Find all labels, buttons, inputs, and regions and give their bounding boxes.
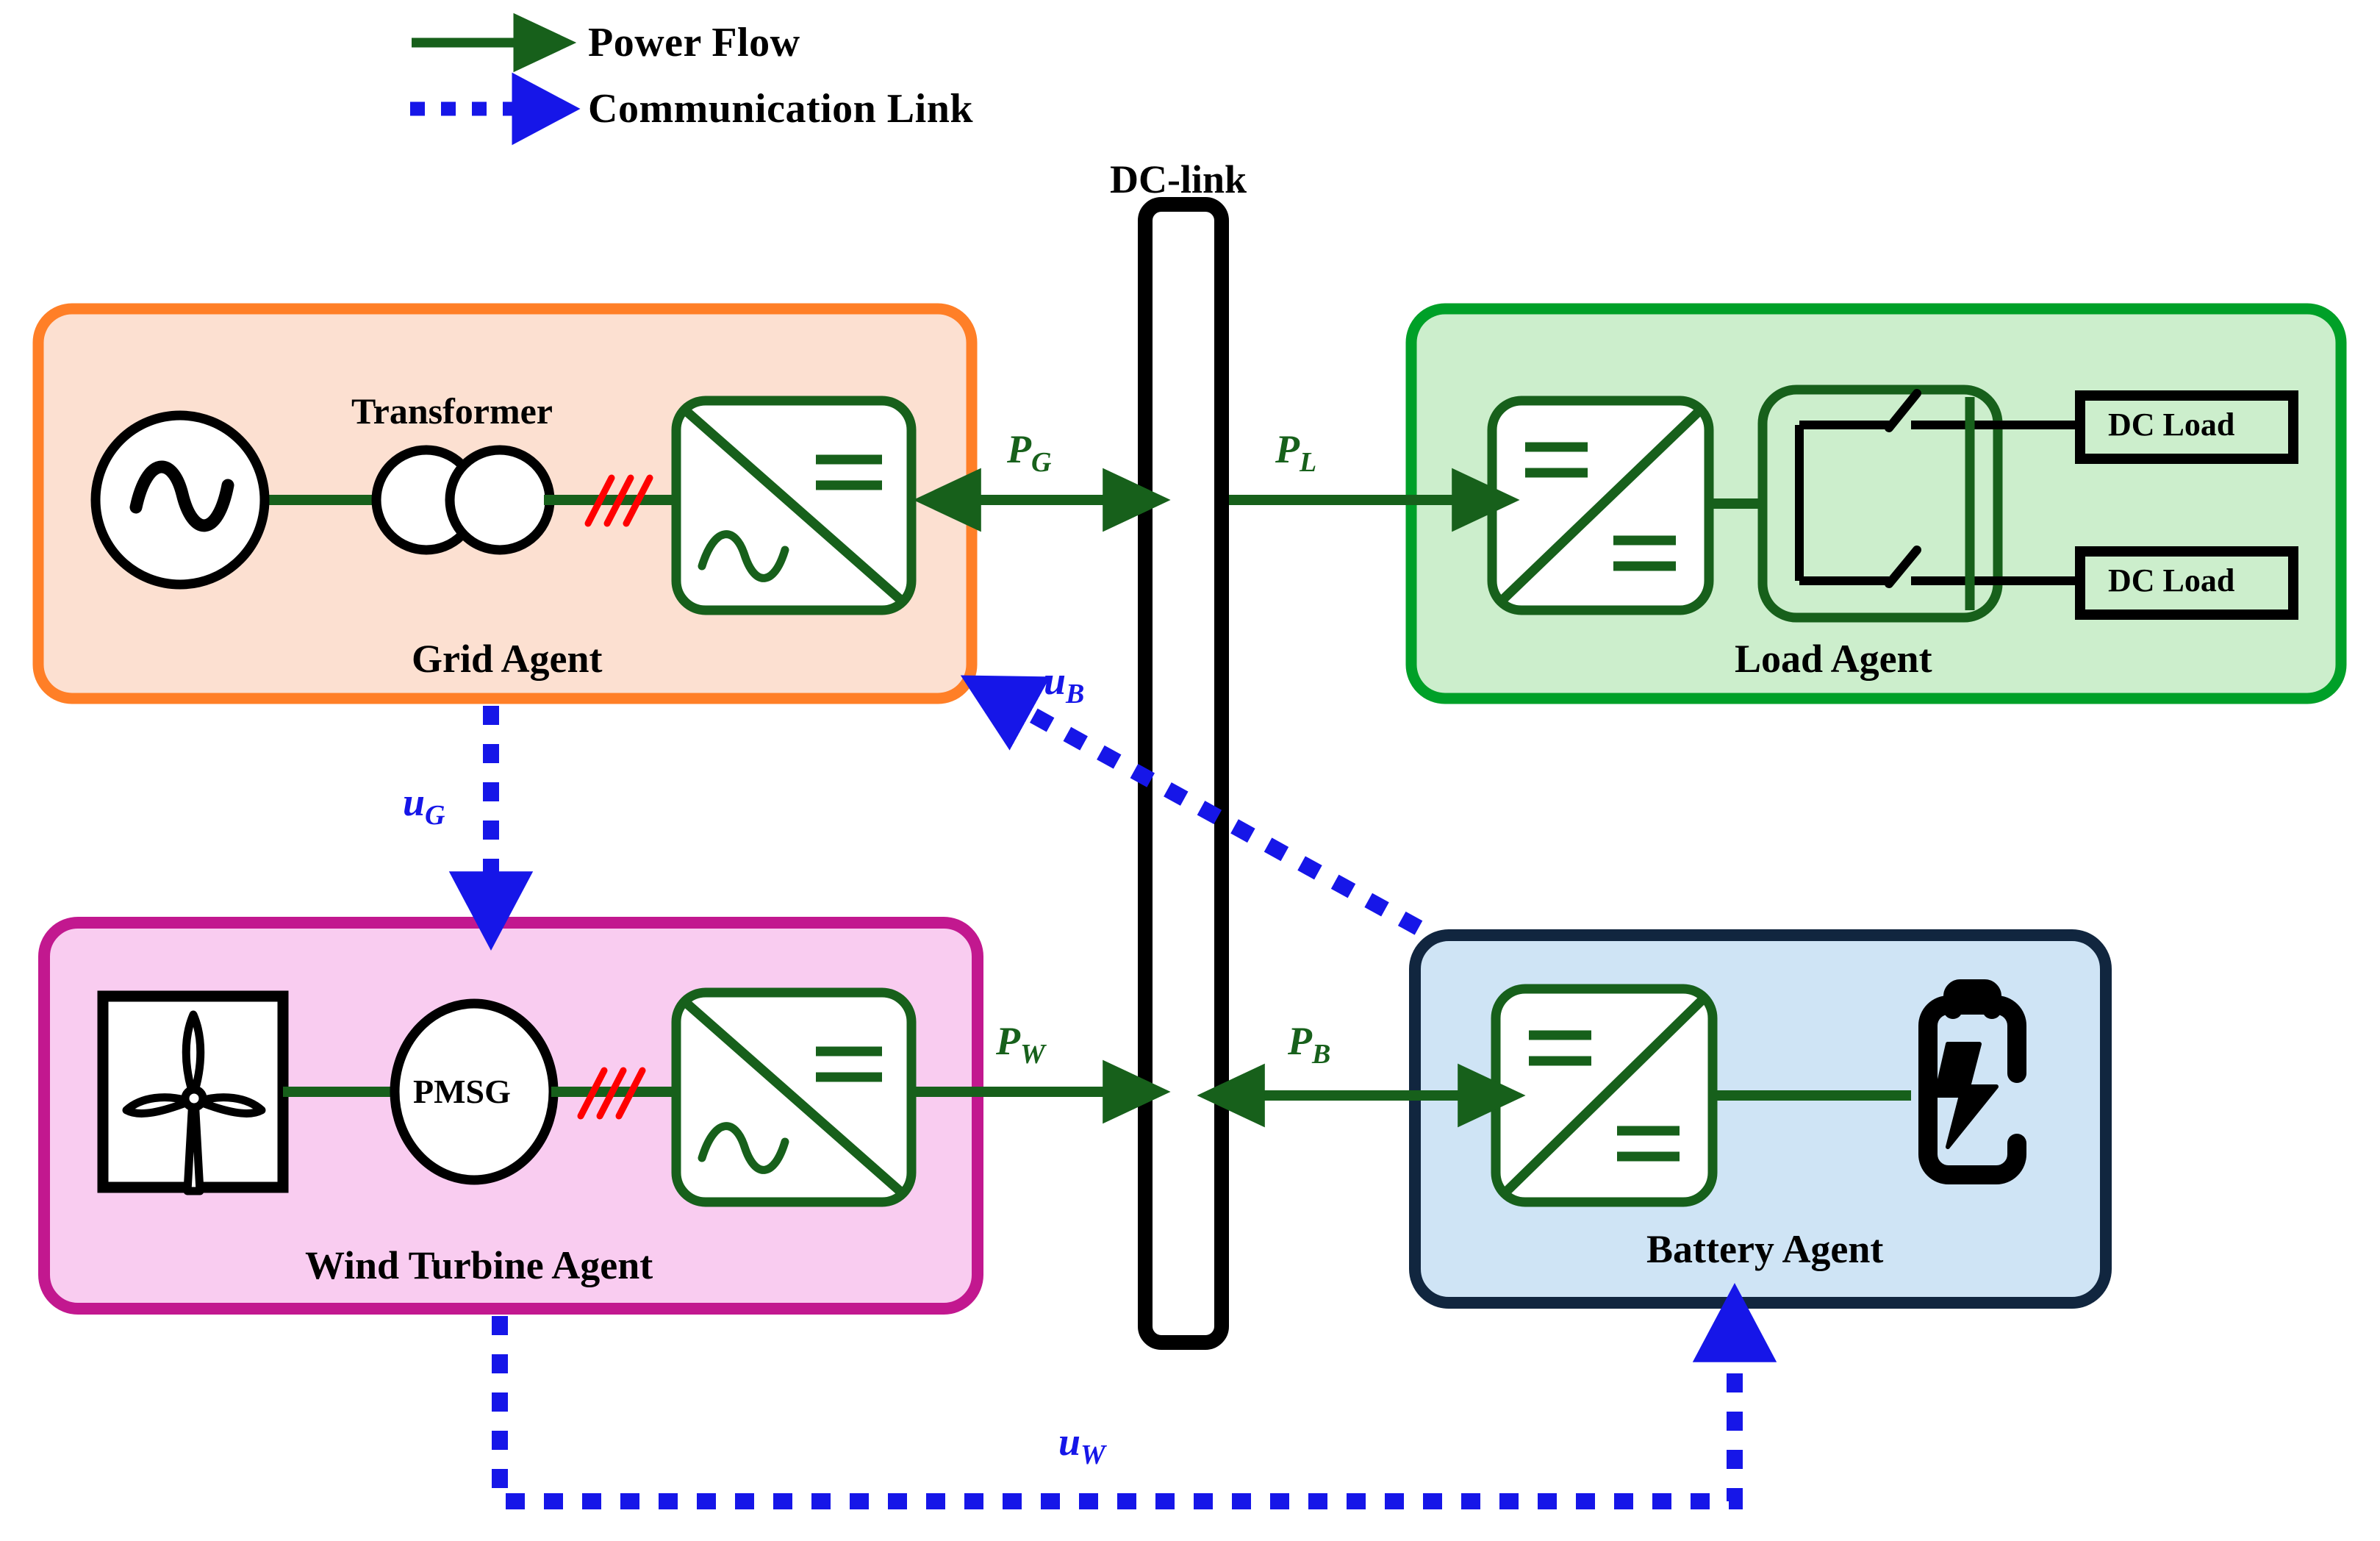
power-flow-label-PB: PB xyxy=(1288,1019,1331,1070)
battery-agent-circuit xyxy=(1491,979,2026,1207)
legend-label-power-flow: Power Flow xyxy=(588,20,800,65)
dc-load-label-2: DC Load xyxy=(2108,562,2235,598)
dc-link-bar[interactable] xyxy=(1138,197,1229,1350)
grid-three-phase-marker-icon xyxy=(584,474,653,527)
wind-three-phase-marker-icon xyxy=(577,1067,646,1120)
wind-turbine-icon xyxy=(122,1010,266,1195)
pmsg-label: PMSG xyxy=(413,1073,511,1110)
agent-label-battery: Battery Agent xyxy=(1646,1227,1884,1271)
transformer-label: Transformer xyxy=(351,390,553,432)
comm-link-uB-arrow xyxy=(960,675,1423,935)
comm-link-label-uG: uG xyxy=(403,780,445,831)
comm-link-label-uW: uW xyxy=(1058,1420,1105,1470)
load-switch-box-icon[interactable] xyxy=(1757,385,2080,623)
dc-link-label: DC-link xyxy=(1110,157,1247,201)
dc-load-label-1: DC Load xyxy=(2108,407,2235,443)
power-flow-label-PG: PG xyxy=(1007,427,1052,478)
agent-label-wind: Wind Turbine Agent xyxy=(305,1243,653,1287)
battery-icon xyxy=(1918,979,2026,1184)
power-flow-label-PW: PW xyxy=(996,1019,1045,1070)
power-flow-arrows xyxy=(913,468,1526,1128)
converter-dcdc-load-icon xyxy=(1487,396,1714,615)
power-flow-label-PL: PL xyxy=(1275,427,1317,478)
dc-load-box-2[interactable] xyxy=(2075,546,2298,620)
legend-label-communication-link: Communication Link xyxy=(588,86,973,132)
agent-label-load: Load Agent xyxy=(1735,637,1932,681)
converter-acdc-wind-icon xyxy=(671,987,917,1207)
comm-link-uW-arrow xyxy=(492,1283,1777,1509)
dc-load-box-1[interactable] xyxy=(2075,390,2298,464)
grid-agent-circuit xyxy=(90,396,917,615)
transformer-coil-right-icon xyxy=(445,445,555,555)
wind-agent-circuit xyxy=(97,987,917,1207)
converter-acdc-grid-icon xyxy=(671,396,917,615)
agent-label-grid: Grid Agent xyxy=(412,637,603,681)
ac-source-sine-glyph xyxy=(129,460,234,532)
communication-links xyxy=(448,675,1777,1509)
comm-link-label-uB: uB xyxy=(1044,659,1085,709)
legend xyxy=(410,12,581,146)
converter-dcdc-battery-icon xyxy=(1491,984,1718,1207)
load-agent-circuit xyxy=(1487,385,2298,623)
